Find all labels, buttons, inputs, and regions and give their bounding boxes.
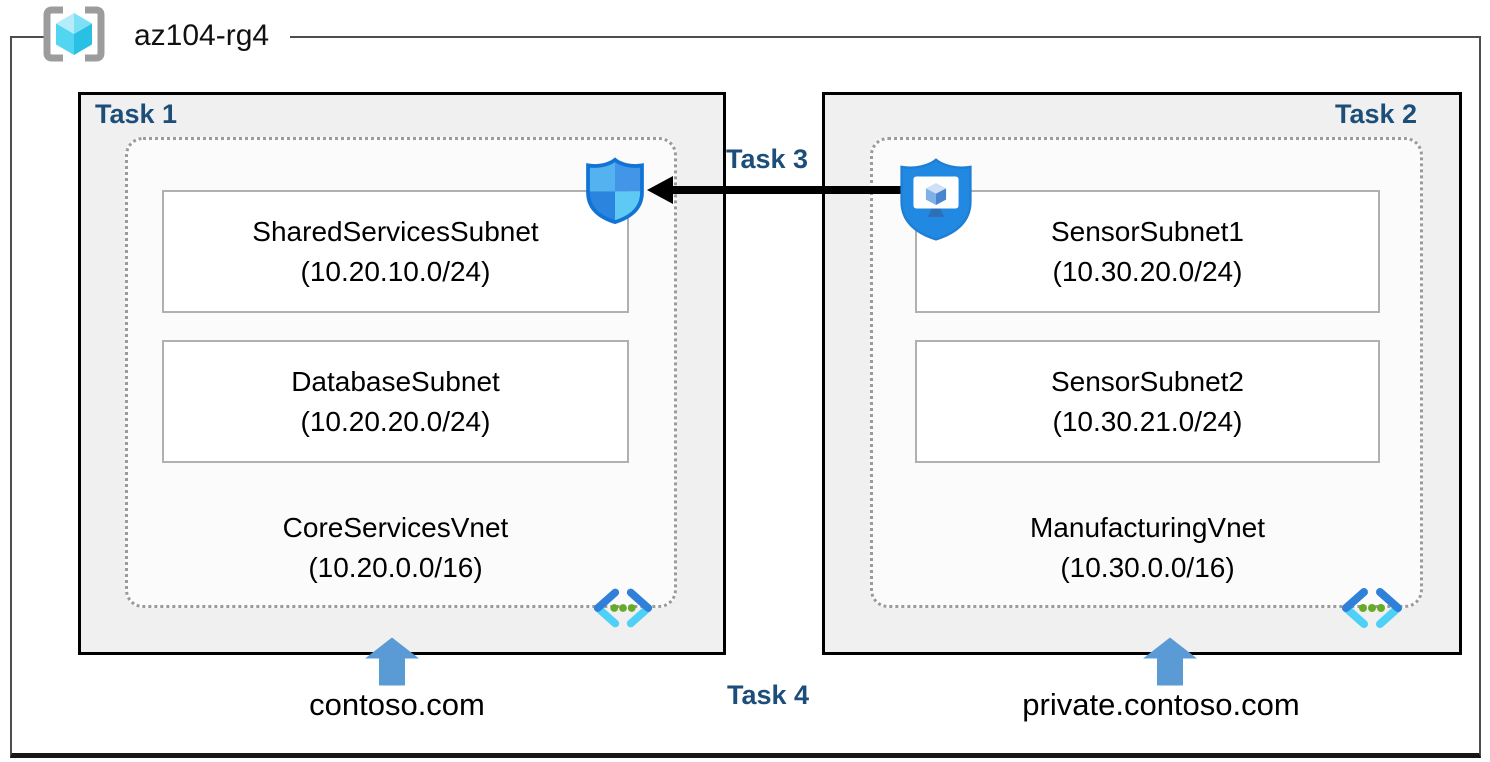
- vnet1-label: CoreServicesVnet (10.20.0.0/16): [162, 508, 629, 588]
- frame-legend-gap: [48, 31, 290, 43]
- dns-zone-label-contoso: contoso.com: [309, 687, 485, 722]
- nsg-shield-icon: [585, 157, 645, 224]
- vnet-name: ManufacturingVnet: [1029, 512, 1266, 543]
- virtual-network-icon: [592, 586, 654, 630]
- up-arrow-icon: [1143, 637, 1197, 686]
- subnet-sensor2-box: SensorSubnet2 (10.30.21.0/24): [915, 340, 1380, 463]
- task1-label: Task 1: [95, 99, 178, 129]
- vnet-cidr: (10.30.0.0/16): [1060, 552, 1235, 583]
- task3-label: Task 3: [725, 144, 809, 174]
- subnet-sensor1-box: SensorSubnet1 (10.30.20.0/24): [915, 190, 1380, 313]
- subnet-cidr: (10.30.21.0/24): [1052, 405, 1243, 437]
- vnet2-label: ManufacturingVnet (10.30.0.0/16): [915, 508, 1380, 588]
- subnet-cidr: (10.20.10.0/24): [300, 255, 491, 287]
- subnet-name: SensorSubnet2: [1050, 365, 1245, 397]
- subnet-sharedservices-box: SharedServicesSubnet (10.20.10.0/24): [162, 190, 629, 313]
- dns-zone-label-private-contoso: private.contoso.com: [1022, 687, 1300, 722]
- vnet-name: CoreServicesVnet: [282, 512, 509, 543]
- resource-group-icon: [38, 5, 110, 63]
- subnet-cidr: (10.30.20.0/24): [1052, 255, 1243, 287]
- virtual-network-icon: [1340, 586, 1404, 630]
- subnet-database-box: DatabaseSubnet (10.20.20.0/24): [162, 340, 629, 463]
- up-arrow-icon: [365, 637, 419, 686]
- resource-group-title: az104-rg4: [134, 19, 270, 52]
- subnet-name: DatabaseSubnet: [291, 365, 500, 397]
- task4-label: Task 4: [726, 680, 810, 710]
- defender-vm-shield-icon: [898, 155, 974, 243]
- vnet-cidr: (10.20.0.0/16): [308, 552, 483, 583]
- subnet-name: SharedServicesSubnet: [252, 215, 539, 247]
- subnet-name: SensorSubnet1: [1050, 215, 1245, 247]
- subnet-cidr: (10.20.20.0/24): [300, 405, 491, 437]
- peering-arrow: [647, 172, 947, 208]
- task2-label: Task 2: [1335, 99, 1418, 129]
